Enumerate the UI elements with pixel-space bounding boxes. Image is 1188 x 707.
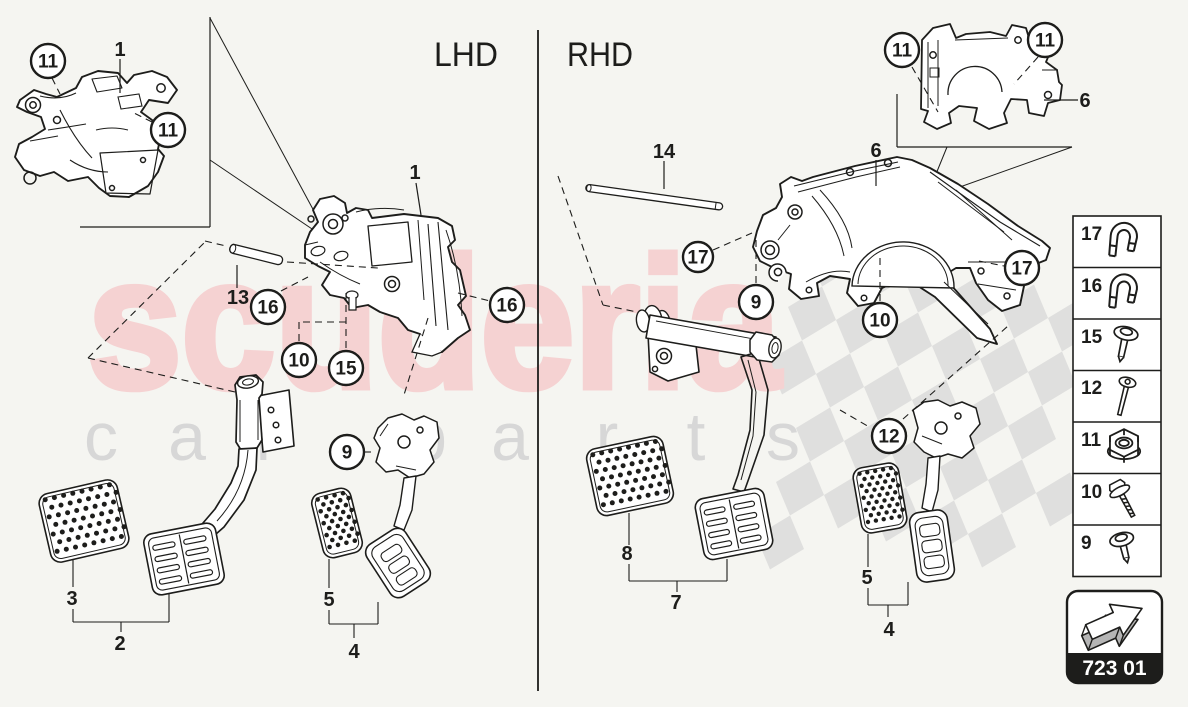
svg-text:10: 10 [1081,482,1102,503]
svg-text:s: s [766,399,800,475]
svg-text:6: 6 [870,140,881,162]
svg-text:6: 6 [1079,90,1090,112]
svg-text:4: 4 [348,641,360,663]
svg-text:17: 17 [1081,224,1102,245]
svg-text:17: 17 [1011,259,1032,280]
svg-text:9: 9 [342,443,353,464]
svg-text:16: 16 [1081,276,1102,297]
svg-text:10: 10 [869,311,890,332]
svg-text:a: a [491,399,529,475]
svg-text:16: 16 [257,298,278,319]
svg-text:15: 15 [1081,327,1103,348]
svg-text:16: 16 [496,296,517,317]
svg-text:12: 12 [1081,378,1102,399]
svg-text:c: c [84,399,118,475]
svg-text:13: 13 [227,287,249,309]
svg-text:1: 1 [409,162,420,184]
svg-text:9: 9 [751,293,762,314]
svg-text:11: 11 [38,52,59,73]
svg-text:8: 8 [621,543,632,565]
svg-text:11: 11 [1035,31,1056,52]
svg-text:10: 10 [288,351,309,372]
svg-text:3: 3 [66,588,77,610]
svg-text:LHD: LHD [434,36,498,74]
svg-text:RHD: RHD [567,36,633,74]
svg-text:a: a [168,399,206,475]
svg-text:11: 11 [892,41,913,62]
svg-text:12: 12 [878,427,899,448]
svg-text:15: 15 [335,359,357,380]
svg-text:2: 2 [114,633,125,655]
svg-text:1: 1 [114,39,125,61]
svg-text:7: 7 [670,592,681,614]
svg-text:5: 5 [861,567,872,589]
svg-text:14: 14 [653,141,676,163]
svg-text:9: 9 [1081,533,1092,554]
svg-text:11: 11 [1081,430,1102,451]
svg-text:17: 17 [687,248,708,269]
svg-text:4: 4 [883,619,895,641]
svg-text:723 01: 723 01 [1082,657,1147,680]
svg-text:t: t [687,399,706,475]
svg-text:5: 5 [323,589,334,611]
svg-text:11: 11 [158,121,179,142]
